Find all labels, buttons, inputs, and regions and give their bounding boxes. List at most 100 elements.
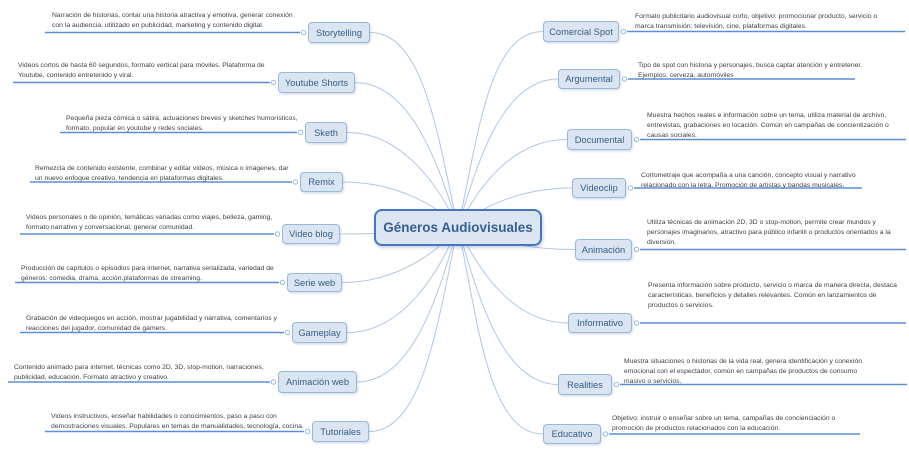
description-realities: Muestra situaciones o historias de la vi… [624,357,862,387]
curve-realities [457,226,559,385]
ring-connector-realities [613,381,620,388]
description-youtube-shorts: Videos cortos de hasta 60 segundos, form… [18,61,265,81]
ring-connector-gameplay [284,329,291,336]
description-line: masivo o servicios. [624,378,682,385]
description-gameplay: Grabación de videojuegos en acción, most… [26,314,277,334]
description-line: formato, popular en youtube y redes soci… [66,125,204,132]
node-label: Video blog [289,229,333,239]
description-line: promoción de productos relacionados con … [612,425,781,432]
curve-educativo [457,226,544,435]
description-line: con la audiencia, utilizado en publicida… [52,22,264,29]
node-sketh[interactable]: Sketh [305,122,347,143]
node-informativo[interactable]: Informativo [568,313,632,333]
ring-connector-animacion [633,246,640,253]
description-educativo: Objetivo: instruir o enseñar sobre un te… [612,414,835,434]
curve-comercial-spot [457,31,544,228]
node-label: Youtube Shorts [284,77,349,88]
node-label: Animación web [285,377,350,387]
curve-tutoriales [368,226,459,432]
ring-connector-informativo [633,320,640,326]
ring-connector-sketh [297,129,304,136]
node-videoclip[interactable]: Videoclip [572,178,626,198]
node-label: Informativo [577,318,623,328]
node-documental[interactable]: Documental [567,129,632,150]
curve-storytelling [369,32,459,228]
description-line: Videos personales o de opinión, temática… [26,214,273,221]
node-realities[interactable]: Realities [558,374,612,395]
node-comercial-spot[interactable]: Comercial Spot [543,21,619,42]
node-youtube-shorts[interactable]: Youtube Shorts [278,72,355,93]
description-line: marca transmisión: televisión, cine, pla… [635,23,807,30]
description-serie-web: Producción de capítulos o episodios para… [21,264,274,284]
description-line: demostraciones visuales. Populares en te… [51,423,304,430]
description-line: Muestra hechos reales e información sobr… [647,112,887,119]
node-label: Serie web [293,277,336,288]
node-label: Comercial Spot [549,26,613,37]
node-label: Storytelling [316,27,362,38]
ring-connector-documental [633,136,640,143]
center-node-label: Géneros Audiovisuales [383,220,533,235]
description-line: Objetivo: instruir o enseñar sobre un te… [612,415,836,422]
description-line: emocional con el espectador, común en ca… [624,368,858,375]
description-argumental: Tipo de spot con historia y personajes, … [638,61,862,81]
description-line: Presenta información sobre producto, ser… [648,282,897,289]
description-line: publicidad, educación. Formato atractivo… [14,374,169,381]
node-educativo[interactable]: Educativo [543,424,601,444]
description-informativo: Presenta información sobre producto, ser… [648,281,897,311]
description-line: diversión. [647,239,677,246]
node-animacion-web[interactable]: Animación web [278,371,357,393]
node-label: Sketh [314,127,338,138]
node-label: Argumental [565,74,613,84]
description-animacion: Utiliza técnicas de animación 2D, 3D o s… [647,218,891,248]
ring-connector-serie-web [279,279,286,286]
description-line: Youtube, contenido entretenido y viral. [18,72,134,79]
description-line: Videos cortos de hasta 60 segundos, form… [18,62,265,69]
center-node-generos-audiovisuales[interactable]: Géneros Audiovisuales [374,209,542,246]
node-gameplay[interactable]: Gameplay [292,322,347,343]
node-label: Educativo [551,429,593,439]
description-line: un nuevo enfoque creativo, tendencia en … [35,175,224,182]
ring-connector-animacion-web [270,379,277,385]
description-sketh: Pequeña pieza cómica o sátira, actuacion… [66,114,298,134]
description-line: personajes imaginarios, atractivo para p… [647,229,891,236]
curve-animacion-web [356,226,459,383]
description-line: Tipo de spot con historia y personajes, … [638,62,863,69]
node-animacion[interactable]: Animación [575,239,632,260]
ring-connector-video-blog [274,231,281,237]
description-animacion-web: Contenido animado para internet, técnica… [14,363,264,383]
description-line: formato narrativo y conversacional, gene… [26,224,195,231]
node-storytelling[interactable]: Storytelling [308,22,370,43]
description-line: Cortometraje que acompaña a una canción,… [641,172,856,179]
node-label: Realities [567,379,603,390]
ring-connector-argumental [621,76,628,82]
node-label: Animación [581,244,626,255]
description-line: reacciones del jugador, comunidad de gam… [26,325,167,332]
description-line: productos o servicios. [648,302,714,309]
description-comercial-spot: Formato publicitario audiovisual corto, … [635,12,877,32]
description-line: Ejemplos: cerveza, automóviles [638,72,734,79]
node-argumental[interactable]: Argumental [558,69,620,89]
description-line: Utiliza técnicas de animación 2D, 3D o s… [647,219,876,226]
description-line: características, beneficios y detalles r… [648,292,877,299]
ring-connector-storytelling [300,29,307,36]
description-line: Narración de historias, contar una histo… [52,12,293,19]
description-line: Muestra situaciones o historias de la vi… [624,358,863,365]
ring-connector-comercial-spot [620,28,627,35]
node-remix[interactable]: Remix [300,172,343,192]
node-serie-web[interactable]: Serie web [287,273,342,292]
description-storytelling: Narración de historias, contar una histo… [52,11,293,31]
node-video-blog[interactable]: Video blog [282,224,340,244]
description-line: causas sociales. [647,132,697,139]
ring-connector-videoclip [627,185,634,191]
node-label: Documental [574,134,625,145]
description-tutoriales: Videos instructivos, enseñar habilidades… [51,412,304,432]
description-line: Contenido animado para internet, técnica… [14,364,264,371]
description-remix: Remezcla de contenido existente, combina… [35,164,289,184]
description-video-blog: Videos personales o de opinión, temática… [26,213,272,233]
node-tutoriales[interactable]: Tutoriales [312,421,369,442]
node-label: Remix [308,177,335,187]
ring-connector-remix [292,179,299,185]
node-label: Gameplay [298,327,341,338]
node-label: Videoclip [580,183,618,193]
